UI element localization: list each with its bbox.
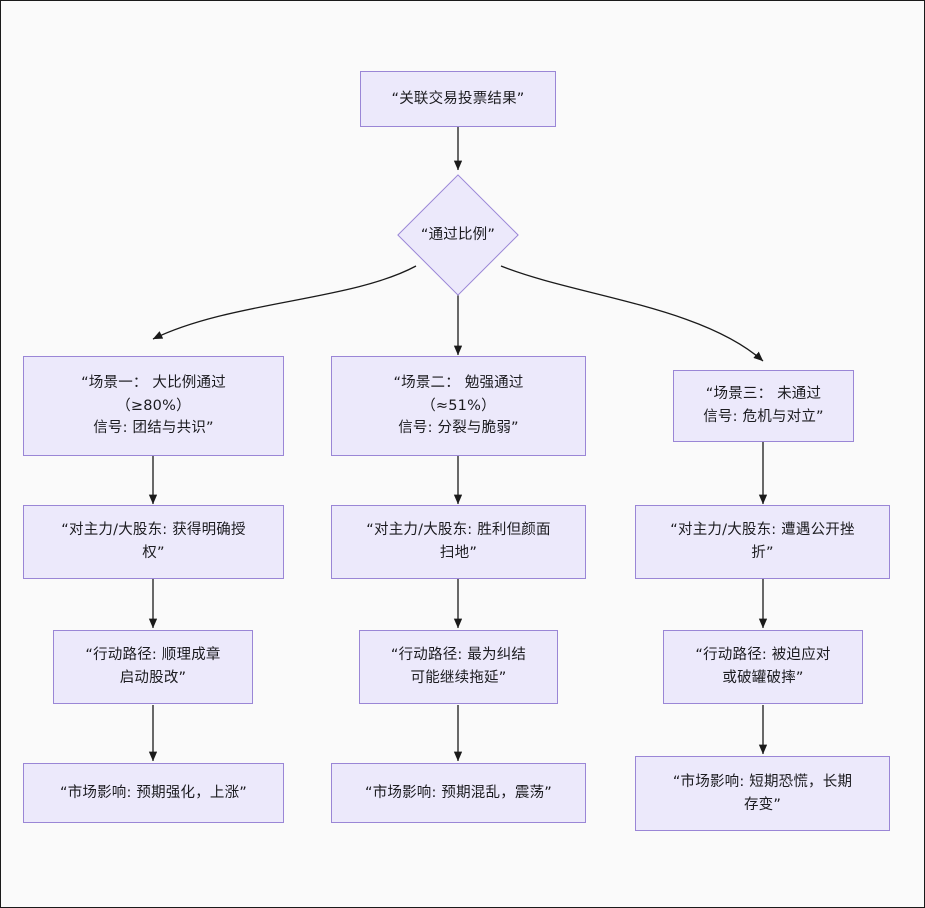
node-action-path-1[interactable]: “行动路径: 顺理成章 启动股改” (53, 630, 253, 704)
edge-decision-to-scenario3 (500, 265, 764, 362)
node-action-path-3[interactable]: “行动路径: 被迫应对 或破罐破摔” (663, 630, 863, 704)
node-vote-result[interactable]: “关联交易投票结果” (360, 71, 556, 127)
node-market-impact-1[interactable]: “市场影响: 预期强化，上涨” (23, 763, 284, 823)
node-market-impact-3[interactable]: “市场影响: 短期恐慌，长期 存变” (635, 756, 890, 831)
node-decision-pass-ratio[interactable]: “通过比例” (397, 174, 519, 296)
node-actor-impact-2[interactable]: “对主力/大股东: 胜利但颜面 扫地” (331, 505, 586, 579)
node-decision-label: “通过比例” (420, 226, 496, 243)
node-market-impact-2[interactable]: “市场影响: 预期混乱，震荡” (331, 763, 586, 823)
node-actor-impact-3[interactable]: “对主力/大股东: 遭遇公开挫 折” (635, 505, 890, 579)
node-scenario-1[interactable]: “场景一： 大比例通过 （≥80%） 信号: 团结与共识” (23, 356, 284, 456)
node-actor-impact-1[interactable]: “对主力/大股东: 获得明确授 权” (23, 505, 284, 579)
node-action-path-2[interactable]: “行动路径: 最为纠结 可能继续拖延” (359, 630, 558, 704)
node-scenario-3[interactable]: “场景三： 未通过 信号: 危机与对立” (673, 370, 854, 442)
edge-decision-to-scenario1 (152, 265, 417, 340)
node-scenario-2[interactable]: “场景二： 勉强通过 （≈51%） 信号: 分裂与脆弱” (331, 356, 586, 456)
